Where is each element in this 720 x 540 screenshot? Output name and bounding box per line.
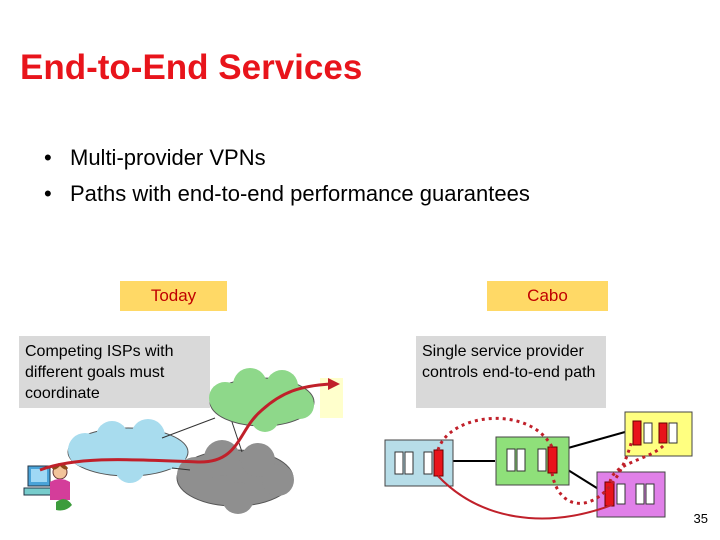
node-green: [495, 436, 570, 486]
link-line: [161, 417, 216, 439]
bullet-item: Paths with end-to-end performance guaran…: [44, 181, 530, 207]
today-label: Today: [120, 281, 227, 311]
cabo-label: Cabo: [487, 281, 608, 311]
cabo-description: Single service provider controls end-to-…: [416, 336, 606, 408]
link-line: [231, 421, 243, 453]
link-line: [171, 467, 191, 471]
path-arrowhead: [328, 378, 340, 390]
data-path: [437, 475, 613, 520]
isp-cloud-gray: [176, 440, 294, 514]
isp-path-line: [39, 382, 331, 472]
user-computer-icon: [23, 463, 72, 511]
bullet-list: Multi-provider VPNs Paths with end-to-en…: [44, 145, 530, 217]
control-path: [436, 416, 554, 451]
page-number: 35: [693, 511, 708, 526]
isp-endpoint-box: [320, 378, 343, 418]
isp-cloud-blue: [67, 419, 189, 483]
today-description: Competing ISPs with different goals must…: [19, 336, 210, 408]
link-line: [567, 469, 601, 491]
isp-cloud-green: [209, 368, 315, 432]
bullet-item: Multi-provider VPNs: [44, 145, 530, 171]
node-blue: [384, 439, 454, 487]
node-magenta: [596, 471, 666, 518]
node-yellow: [624, 411, 693, 457]
link-line: [567, 431, 626, 449]
control-path: [550, 439, 634, 505]
slide-title: End-to-End Services: [20, 48, 363, 87]
